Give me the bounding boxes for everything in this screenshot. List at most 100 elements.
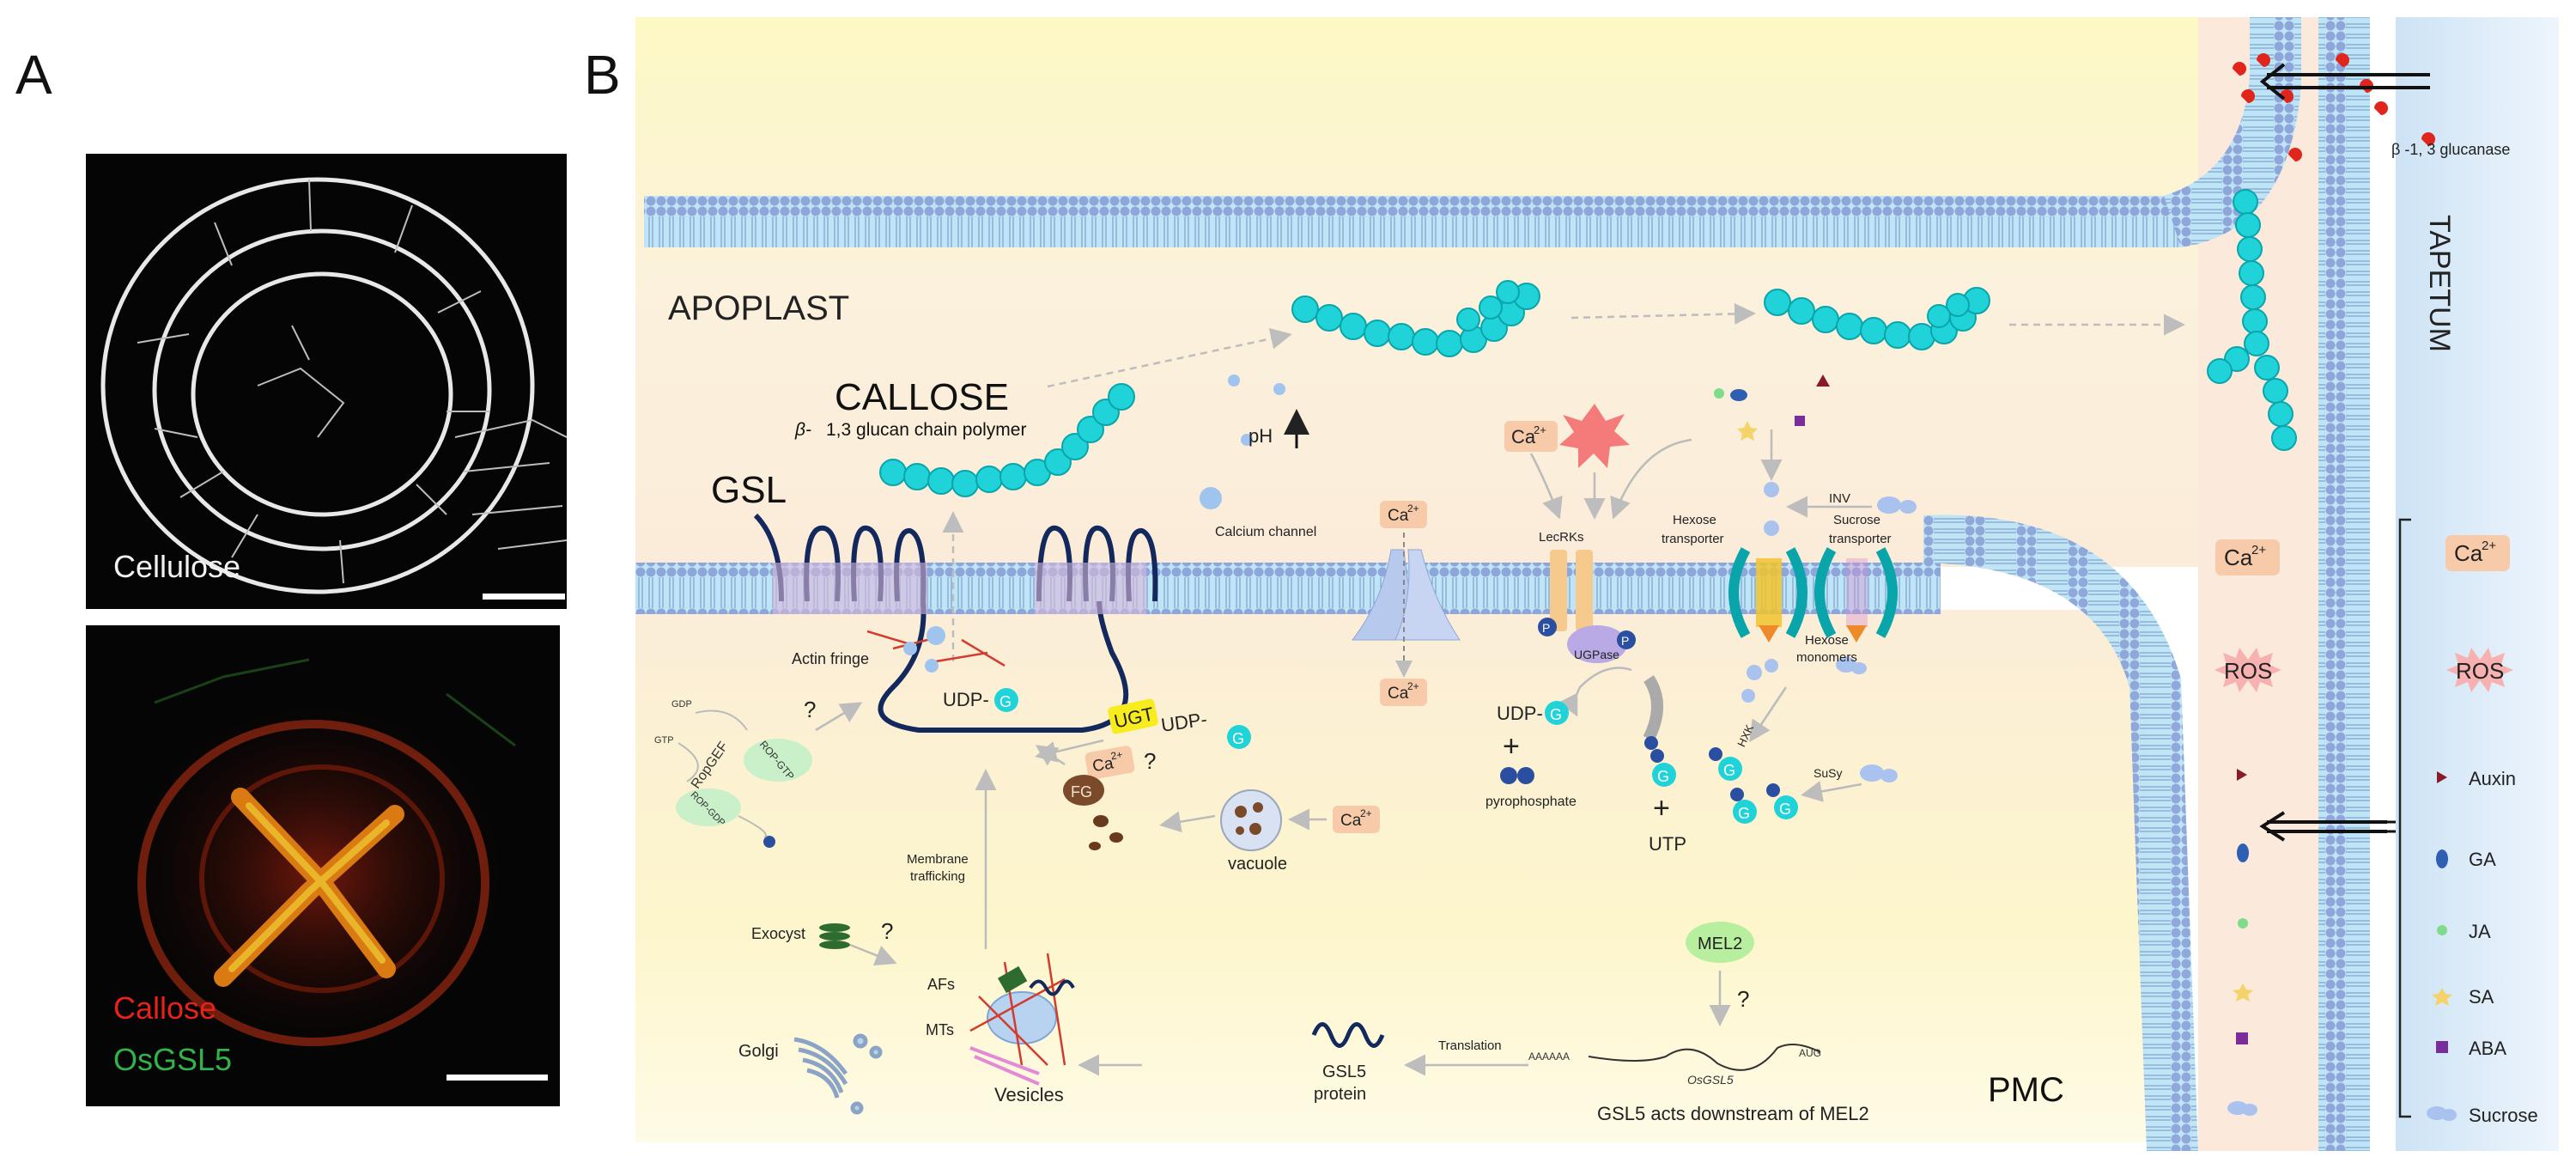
svg-text:2+: 2+ (2251, 543, 2266, 557)
fg-question: ? (1144, 748, 1156, 774)
scale-bar-bottom (447, 1075, 548, 1081)
callose-title: CALLOSE (835, 376, 1009, 418)
vesicles-label: Vesicles (994, 1084, 1064, 1105)
svg-text:2+: 2+ (2482, 539, 2496, 553)
vacuole-label: vacuole (1228, 855, 1287, 874)
apoplast-label: APOPLAST (668, 289, 849, 327)
svg-text:JA: JA (2469, 921, 2491, 942)
hexose-monomers-label-1: Hexose (1805, 633, 1849, 648)
pyrophosphate-label: pyrophosphate (1485, 795, 1577, 809)
hexose-transporter-label-1: Hexose (1673, 513, 1716, 527)
svg-text:ABA: ABA (2469, 1038, 2506, 1059)
svg-text:G: G (1657, 768, 1669, 785)
golgi-apparatus (793, 1033, 883, 1115)
fg-label: FG (1071, 783, 1092, 801)
mrna-gene: OsGSL5 (1687, 1073, 1734, 1087)
scale-bar-top (483, 594, 565, 600)
callose-chain-2 (1291, 280, 1540, 357)
upper-plasma-membrane (644, 196, 2181, 247)
utp-chain: G (1644, 736, 1676, 787)
callose-label: Callose (113, 990, 217, 1026)
ros-label-tapetum: ROS (2456, 658, 2504, 684)
plus-1: + (1503, 730, 1520, 763)
svg-text:Ca: Ca (2454, 540, 2483, 566)
ca-box-vacuole: Ca 2+ (1333, 806, 1380, 833)
sucrose-transporter (1814, 547, 1898, 642)
gsl5-downstream-caption: GSL5 acts downstream of MEL2 (1597, 1103, 1869, 1124)
panel-a-letter: A (15, 44, 52, 106)
ca-box-channel-bottom: Ca 2+ (1380, 679, 1427, 706)
golgi-label: Golgi (738, 1042, 779, 1061)
ca-box-tapetum: Ca 2+ (2445, 535, 2510, 571)
callose-pathway-diagram: APOPLAST CALLOSE β- 1,3 glucan chain pol… (635, 17, 2559, 1151)
tapetum-label: TAPETUM (2423, 215, 2456, 352)
vacuole (1220, 789, 1282, 851)
udp-g-product-label: UDP- (1497, 703, 1543, 724)
osgsl5-label: OsGSL5 (113, 1042, 233, 1077)
callose-staining (112, 658, 524, 1063)
udp-g-label: UDP- (943, 689, 989, 710)
fg-arrow (1035, 745, 1066, 766)
cellulose-label: Cellulose (113, 549, 241, 584)
exocyst-icon (819, 923, 850, 949)
callose-chain-4 (2207, 189, 2297, 451)
susy-arrow (1801, 781, 1862, 802)
gsl5-protein-label-1: GSL5 (1322, 1063, 1366, 1081)
calcium-channel (1351, 533, 1461, 678)
mel2-badge (1686, 922, 1754, 963)
exocyst-arrow (849, 943, 897, 966)
hexose-monomers-label-2: monomers (1796, 650, 1857, 665)
ugt-udp-g: G (1227, 725, 1251, 749)
legend-sa: SA (2432, 986, 2494, 1008)
svg-text:GA: GA (2469, 849, 2496, 870)
sucrose-transporter-label-2: transporter (1829, 532, 1892, 546)
tapetum-signal-arrow-head (2259, 811, 2286, 842)
apoplast-signal-column (2227, 769, 2257, 1116)
svg-text:2+: 2+ (1110, 748, 1124, 762)
mel2-label: MEL2 (1698, 935, 1742, 953)
svg-text:G: G (1738, 805, 1750, 822)
glucanase-molecules (2233, 53, 2435, 161)
actin-vesicles (903, 626, 945, 673)
pmc-label: PMC (1988, 1071, 2064, 1109)
pmc-membrane-curve (1923, 515, 2198, 1151)
callose-chain-3 (1764, 287, 1990, 350)
sucrose-transporter-label-1: Sucrose (1833, 513, 1880, 527)
actin-fringe-label: Actin fringe (792, 650, 869, 667)
callose-micrograph: Callose OsGSL5 (86, 625, 560, 1106)
ros-burst-tapetum (2446, 648, 2513, 692)
hexose-molecules (1730, 389, 1917, 782)
svg-text:?: ? (1737, 986, 1749, 1012)
mrna-polya: AAAAAA (1528, 1050, 1570, 1063)
svg-text:?: ? (881, 918, 893, 944)
svg-text:Auxin: Auxin (2469, 768, 2516, 789)
svg-text:2+: 2+ (1534, 423, 1546, 436)
tapetum-signal-arrow-shaft (2267, 820, 2387, 833)
svg-text:Sucrose: Sucrose (2469, 1105, 2538, 1126)
lecrks-label: LecRKs (1539, 530, 1584, 545)
legend-aba: ABA (2436, 1038, 2506, 1059)
inv-label: INV (1829, 491, 1850, 506)
svg-text:G: G (1779, 801, 1791, 818)
callose-beta: β- (794, 420, 811, 440)
svg-text:P: P (1542, 621, 1550, 635)
ca-box-fg: Ca 2+ (1084, 746, 1135, 780)
svg-text:G: G (999, 693, 1012, 710)
hexose-transporter-label-2: transporter (1662, 532, 1724, 546)
mrna-aug: AUG (1799, 1047, 1821, 1059)
cellulose-micrograph: Cellulose (86, 154, 568, 609)
legend-sucrose: Sucrose (2427, 1105, 2538, 1126)
gsl5-protein-icon (1311, 1022, 1385, 1048)
svg-text:Ca: Ca (1388, 507, 1409, 525)
mts-label: MTs (926, 1021, 954, 1038)
glucanase-label: β -1, 3 glucanase (2391, 141, 2510, 158)
legend-auxin: Auxin (2437, 768, 2516, 789)
lecrk-receptor: P P (1538, 550, 1636, 663)
legend-ga: GA (2436, 849, 2496, 870)
hexose-transporter (1728, 547, 1807, 642)
utp-label: UTP (1649, 833, 1686, 855)
ca-box-channel-top: Ca 2+ (1380, 501, 1427, 528)
panel-b-letter: B (584, 44, 621, 106)
svg-text:G: G (1232, 730, 1244, 747)
svg-text:SA: SA (2469, 986, 2494, 1008)
